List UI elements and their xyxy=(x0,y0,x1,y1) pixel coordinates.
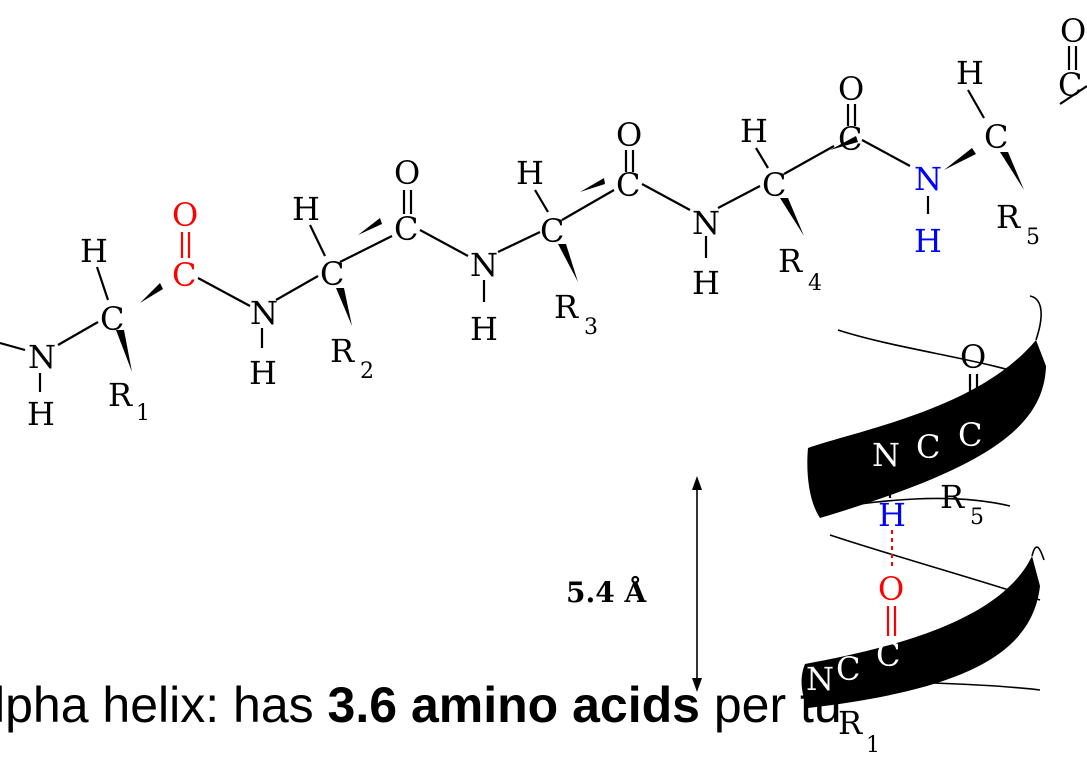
atom-c3: C xyxy=(616,166,640,204)
atom-h-n3: H xyxy=(470,310,498,348)
helix-lower-c1: C xyxy=(836,650,860,688)
atom-h-ca3: H xyxy=(516,154,544,192)
atom-ca2: C xyxy=(320,255,344,293)
atom-c5: C xyxy=(1058,66,1082,104)
helix-upper-band xyxy=(807,340,1046,518)
atom-r2-subscript: 2 xyxy=(360,359,374,384)
atom-h-n2: H xyxy=(249,354,277,392)
atom-h-ca5: H xyxy=(956,54,984,92)
atom-h-ca4: H xyxy=(740,112,768,150)
helix-lower-r-subscript: 1 xyxy=(866,733,880,758)
atom-h-n5: H xyxy=(914,222,942,260)
atom-r5: R xyxy=(996,198,1021,236)
caption: lpha helix: has 3.6 amino acids per tu xyxy=(0,680,842,730)
atom-n4: N xyxy=(692,204,720,242)
atom-h-n4: H xyxy=(692,264,720,302)
helix-lower-r: R xyxy=(838,704,863,742)
helix-lower-c2: C xyxy=(876,636,900,674)
helix-upper-h: H xyxy=(878,496,906,534)
helix-upper-c1: C xyxy=(916,428,940,466)
atom-o4: O xyxy=(838,70,864,108)
atom-r1-subscript: 1 xyxy=(136,401,150,426)
atom-n5: N xyxy=(914,160,942,198)
atom-ca4: C xyxy=(762,166,786,204)
atom-r3: R xyxy=(554,288,579,326)
atom-ca5: C xyxy=(984,118,1008,156)
helix-upper-o: O xyxy=(960,338,986,376)
atom-h-ca1: H xyxy=(80,232,108,270)
pitch-arrow: 5.4 Å xyxy=(566,476,702,692)
atom-r2: R xyxy=(330,332,355,370)
atom-n3: N xyxy=(470,246,498,284)
atom-c1: C xyxy=(172,256,196,294)
helix-ribbon: N C C O H R 5 O N C C R 1 xyxy=(801,295,1046,758)
atom-c4: C xyxy=(838,120,862,158)
pitch-label: 5.4 Å xyxy=(566,575,647,609)
caption-suffix: per tu xyxy=(699,677,842,733)
caption-prefix: lpha helix: has xyxy=(0,677,328,733)
atom-o5: O xyxy=(1060,12,1086,50)
atom-h-n1: H xyxy=(27,395,55,433)
atom-o2: O xyxy=(394,154,420,192)
helix-upper-r: R xyxy=(940,478,965,516)
atom-n1: N xyxy=(28,338,56,376)
atom-h-ca2: H xyxy=(292,190,320,228)
atom-ca3: C xyxy=(540,212,564,250)
atom-c2: C xyxy=(394,210,418,248)
helix-lower-n: N xyxy=(806,660,834,698)
atom-o1: O xyxy=(172,196,198,234)
helix-upper-n: N xyxy=(872,436,900,474)
atom-n2: N xyxy=(250,294,278,332)
atom-r5-subscript: 5 xyxy=(1026,225,1040,250)
atom-ca1: C xyxy=(100,300,124,338)
helix-lower-o: O xyxy=(878,570,904,608)
caption-bold: 3.6 amino acids xyxy=(327,677,700,733)
polypeptide-chain: N H C H R 1 C O N H C H R 2 C O N H C H … xyxy=(0,12,1087,433)
helix-lower-band xyxy=(801,556,1040,708)
atom-r3-subscript: 3 xyxy=(584,315,598,340)
atom-r1: R xyxy=(108,376,133,414)
atom-o3: O xyxy=(616,116,642,154)
helix-upper-c2: C xyxy=(958,416,982,454)
atom-r4-subscript: 4 xyxy=(808,271,822,296)
helix-upper-r-subscript: 5 xyxy=(970,505,984,530)
atom-r4: R xyxy=(778,242,803,280)
